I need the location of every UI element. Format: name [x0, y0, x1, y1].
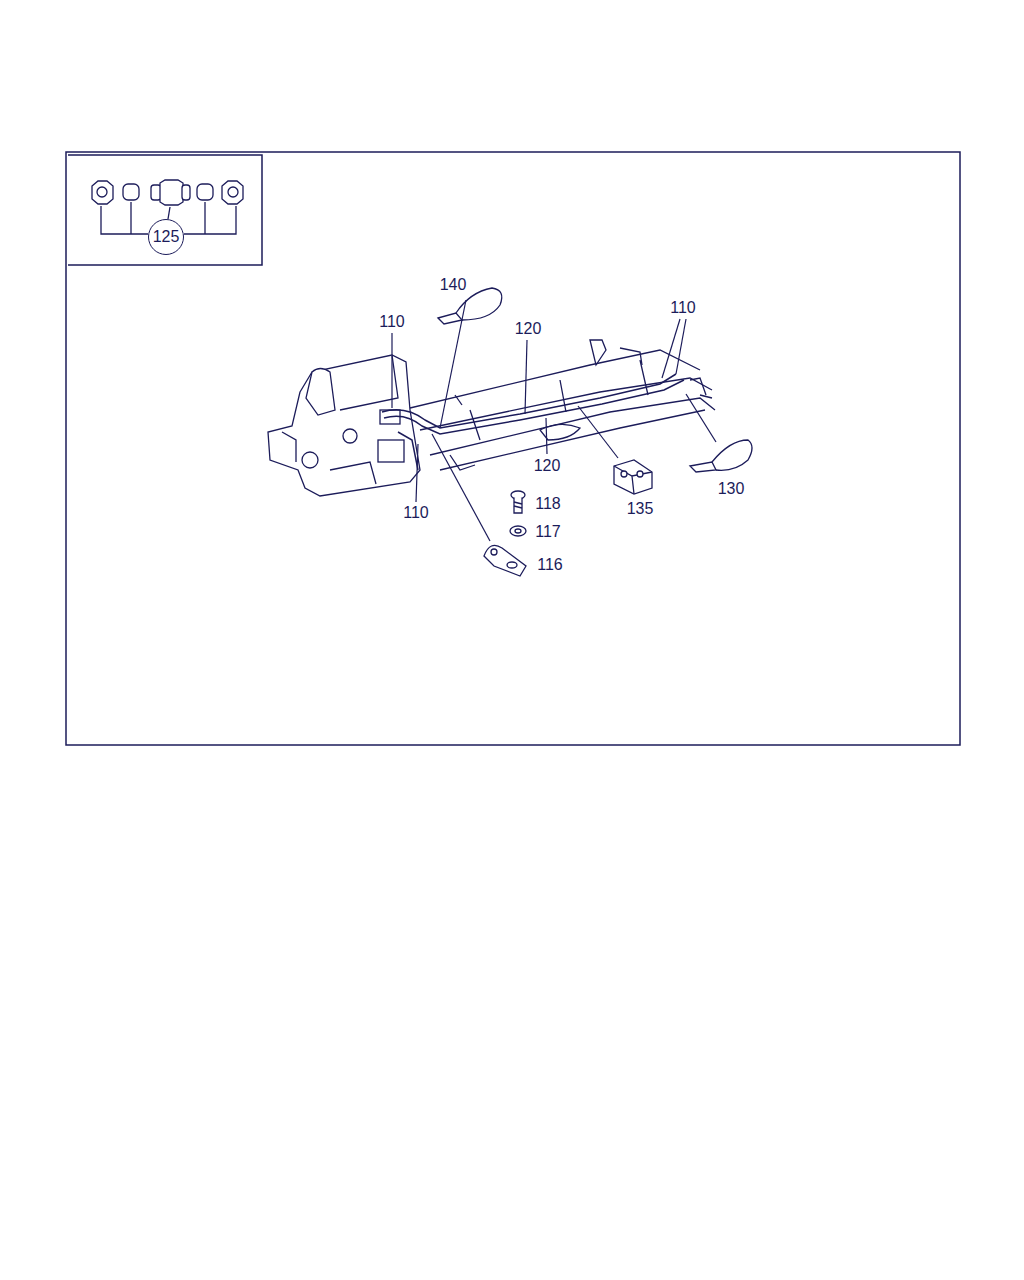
callout-number: 135	[627, 501, 654, 517]
frame-border	[66, 152, 960, 745]
callout-number: 140	[440, 277, 467, 293]
engine	[268, 355, 420, 496]
clip	[614, 460, 652, 494]
callout-number: 130	[718, 481, 745, 497]
fitting-set	[92, 180, 243, 205]
leader-line	[392, 300, 716, 541]
fuel-line	[382, 374, 684, 470]
callout-circle: 125	[148, 219, 185, 256]
cable-tie	[438, 288, 502, 324]
callout-number: 120	[515, 321, 542, 337]
washer	[510, 526, 526, 536]
callout-number: 110	[403, 505, 429, 521]
callout-number: 117	[535, 524, 561, 540]
cable-tie	[690, 440, 752, 472]
callout-number: 118	[535, 496, 561, 512]
inset-border	[68, 155, 262, 265]
callout-number: 110	[379, 314, 405, 330]
callout-number: 125	[153, 229, 180, 245]
clamp	[484, 545, 526, 576]
screw	[511, 491, 525, 513]
callout-number: 120	[534, 458, 561, 474]
callout-number: 110	[670, 300, 696, 316]
callout-number: 116	[537, 557, 563, 573]
